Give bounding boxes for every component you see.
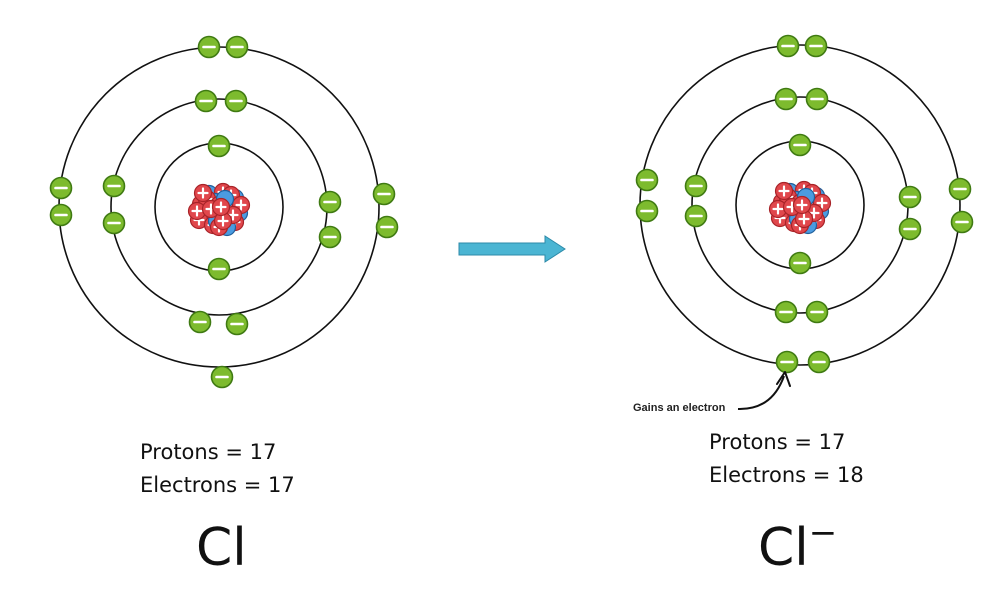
electron-icon bbox=[318, 225, 342, 249]
transition-arrow-icon bbox=[458, 235, 566, 263]
electron-icon bbox=[805, 87, 829, 111]
electron-icon bbox=[635, 168, 659, 192]
electron-icon bbox=[49, 203, 73, 227]
proton-icon bbox=[792, 195, 812, 215]
electron-icon bbox=[684, 204, 708, 228]
electron-icon bbox=[804, 34, 828, 58]
proton-icon bbox=[211, 197, 231, 217]
electron-icon bbox=[948, 177, 972, 201]
nucleus bbox=[768, 180, 832, 235]
electron-icon bbox=[225, 35, 249, 59]
electron-icon bbox=[774, 300, 798, 324]
proton-icon bbox=[774, 181, 794, 201]
electron-icon bbox=[224, 89, 248, 113]
electron-icon bbox=[776, 34, 800, 58]
electron-icon bbox=[635, 199, 659, 223]
electron-icon bbox=[684, 174, 708, 198]
nucleus bbox=[187, 182, 251, 237]
electron-icon bbox=[805, 300, 829, 324]
annotation-arrow-icon bbox=[737, 371, 791, 411]
symbol-neutral: Cl bbox=[196, 522, 247, 574]
electron-icon bbox=[375, 215, 399, 239]
electron-icon bbox=[788, 133, 812, 157]
protons-label-ion: Protons = 17 bbox=[709, 430, 846, 454]
electron-icon bbox=[49, 176, 73, 200]
electron-icon bbox=[950, 210, 974, 234]
electron-icon bbox=[775, 350, 799, 374]
electron-icon bbox=[774, 87, 798, 111]
electron-icon bbox=[210, 365, 234, 389]
electron-icon bbox=[898, 217, 922, 241]
electron-icon bbox=[372, 182, 396, 206]
electron-icon bbox=[188, 310, 212, 334]
electron-icon bbox=[102, 211, 126, 235]
element-symbol: Cl bbox=[196, 518, 247, 578]
electron-icon bbox=[788, 251, 812, 275]
electron-icon bbox=[207, 134, 231, 158]
electrons-label-neutral: Electrons = 17 bbox=[140, 473, 295, 497]
electrons-label-ion: Electrons = 18 bbox=[709, 463, 864, 487]
proton-icon bbox=[193, 183, 213, 203]
protons-label-neutral: Protons = 17 bbox=[140, 440, 277, 464]
symbol-ion: Cl− bbox=[758, 516, 837, 574]
chloride-ion-diagram bbox=[635, 34, 974, 374]
proton-icon bbox=[213, 211, 233, 231]
chlorine-atom-diagram bbox=[49, 35, 399, 389]
electron-icon bbox=[207, 257, 231, 281]
electron-icon bbox=[318, 190, 342, 214]
gains-electron-annotation: Gains an electron bbox=[633, 402, 726, 414]
electron-icon bbox=[102, 174, 126, 198]
proton-icon bbox=[794, 209, 814, 229]
element-symbol: Cl bbox=[758, 518, 809, 578]
electron-icon bbox=[197, 35, 221, 59]
electron-icon bbox=[807, 350, 831, 374]
electron-icon bbox=[225, 312, 249, 336]
electron-icon bbox=[194, 89, 218, 113]
electron-icon bbox=[898, 185, 922, 209]
proton-icon bbox=[187, 201, 207, 221]
charge-sign: − bbox=[808, 513, 838, 553]
